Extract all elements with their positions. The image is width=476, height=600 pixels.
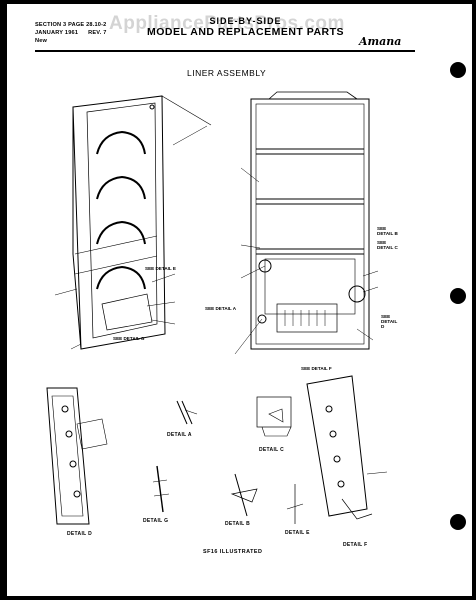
detail-d-drawing (46, 387, 108, 525)
footer-note: SF16 ILLUSTRATED (203, 549, 263, 555)
door-liner-left (72, 95, 212, 350)
detail-a-drawing (176, 400, 198, 425)
binder-hole-bottom (450, 514, 466, 530)
watermark: AppliancePartsPros.com (109, 13, 345, 34)
callout-see-detail-a: SEE DETAIL A (205, 306, 237, 311)
exploded-view-drawing (46, 91, 388, 525)
drawing-title: LINER ASSEMBLY (187, 68, 267, 78)
header-section-info: SECTION 3 PAGE 28.10-2 JANUARY 1961 REV. … (35, 21, 107, 45)
revision: REV. 7 (88, 30, 107, 36)
detail-f-label: DETAIL F (343, 542, 368, 548)
brand-logo: Amana (359, 35, 402, 48)
callout-see-detail-e: SEE DETAIL E (145, 266, 176, 271)
title-line-2: MODEL AND REPLACEMENT PARTS (147, 26, 345, 38)
header-rule (35, 50, 415, 52)
detail-e-label: DETAIL E (285, 530, 310, 536)
detail-c-drawing (256, 396, 292, 437)
binder-hole-middle (450, 288, 466, 304)
detail-b-drawing (230, 473, 258, 517)
callout-see-detail-d: SEE DETAIL D (381, 314, 398, 329)
status-text: New (35, 38, 48, 44)
detail-c-label: DETAIL C (259, 447, 284, 453)
issue-date: JANUARY 1961 (35, 30, 79, 36)
header-title: SIDE-BY-SIDE MODEL AND REPLACEMENT PARTS (147, 16, 344, 38)
binder-hole-top (450, 62, 466, 78)
callout-see-detail-c: SEE DETAIL C (377, 240, 398, 250)
callout-see-detail-g: SEE DETAIL G (113, 336, 145, 341)
cabinet-liner-right (250, 91, 370, 350)
detail-d-label: DETAIL D (67, 531, 92, 537)
detail-e-drawing (286, 484, 304, 524)
detail-a-label: DETAIL A (167, 432, 192, 438)
section-number: SECTION 3 PAGE 28.10-2 (35, 22, 107, 28)
parts-sheet: AppliancePartsPros.com SECTION 3 PAGE 28… (7, 4, 472, 596)
callout-see-detail-f: SEE DETAIL F (301, 366, 332, 371)
detail-f-drawing (306, 375, 388, 520)
detail-g-label: DETAIL G (143, 518, 169, 524)
callout-see-detail-b: SEE DETAIL B (377, 226, 398, 236)
detail-b-label: DETAIL B (225, 521, 250, 527)
leader-lines (54, 125, 379, 355)
title-line-1: SIDE-BY-SIDE (209, 16, 282, 26)
detail-g-drawing (152, 465, 170, 513)
